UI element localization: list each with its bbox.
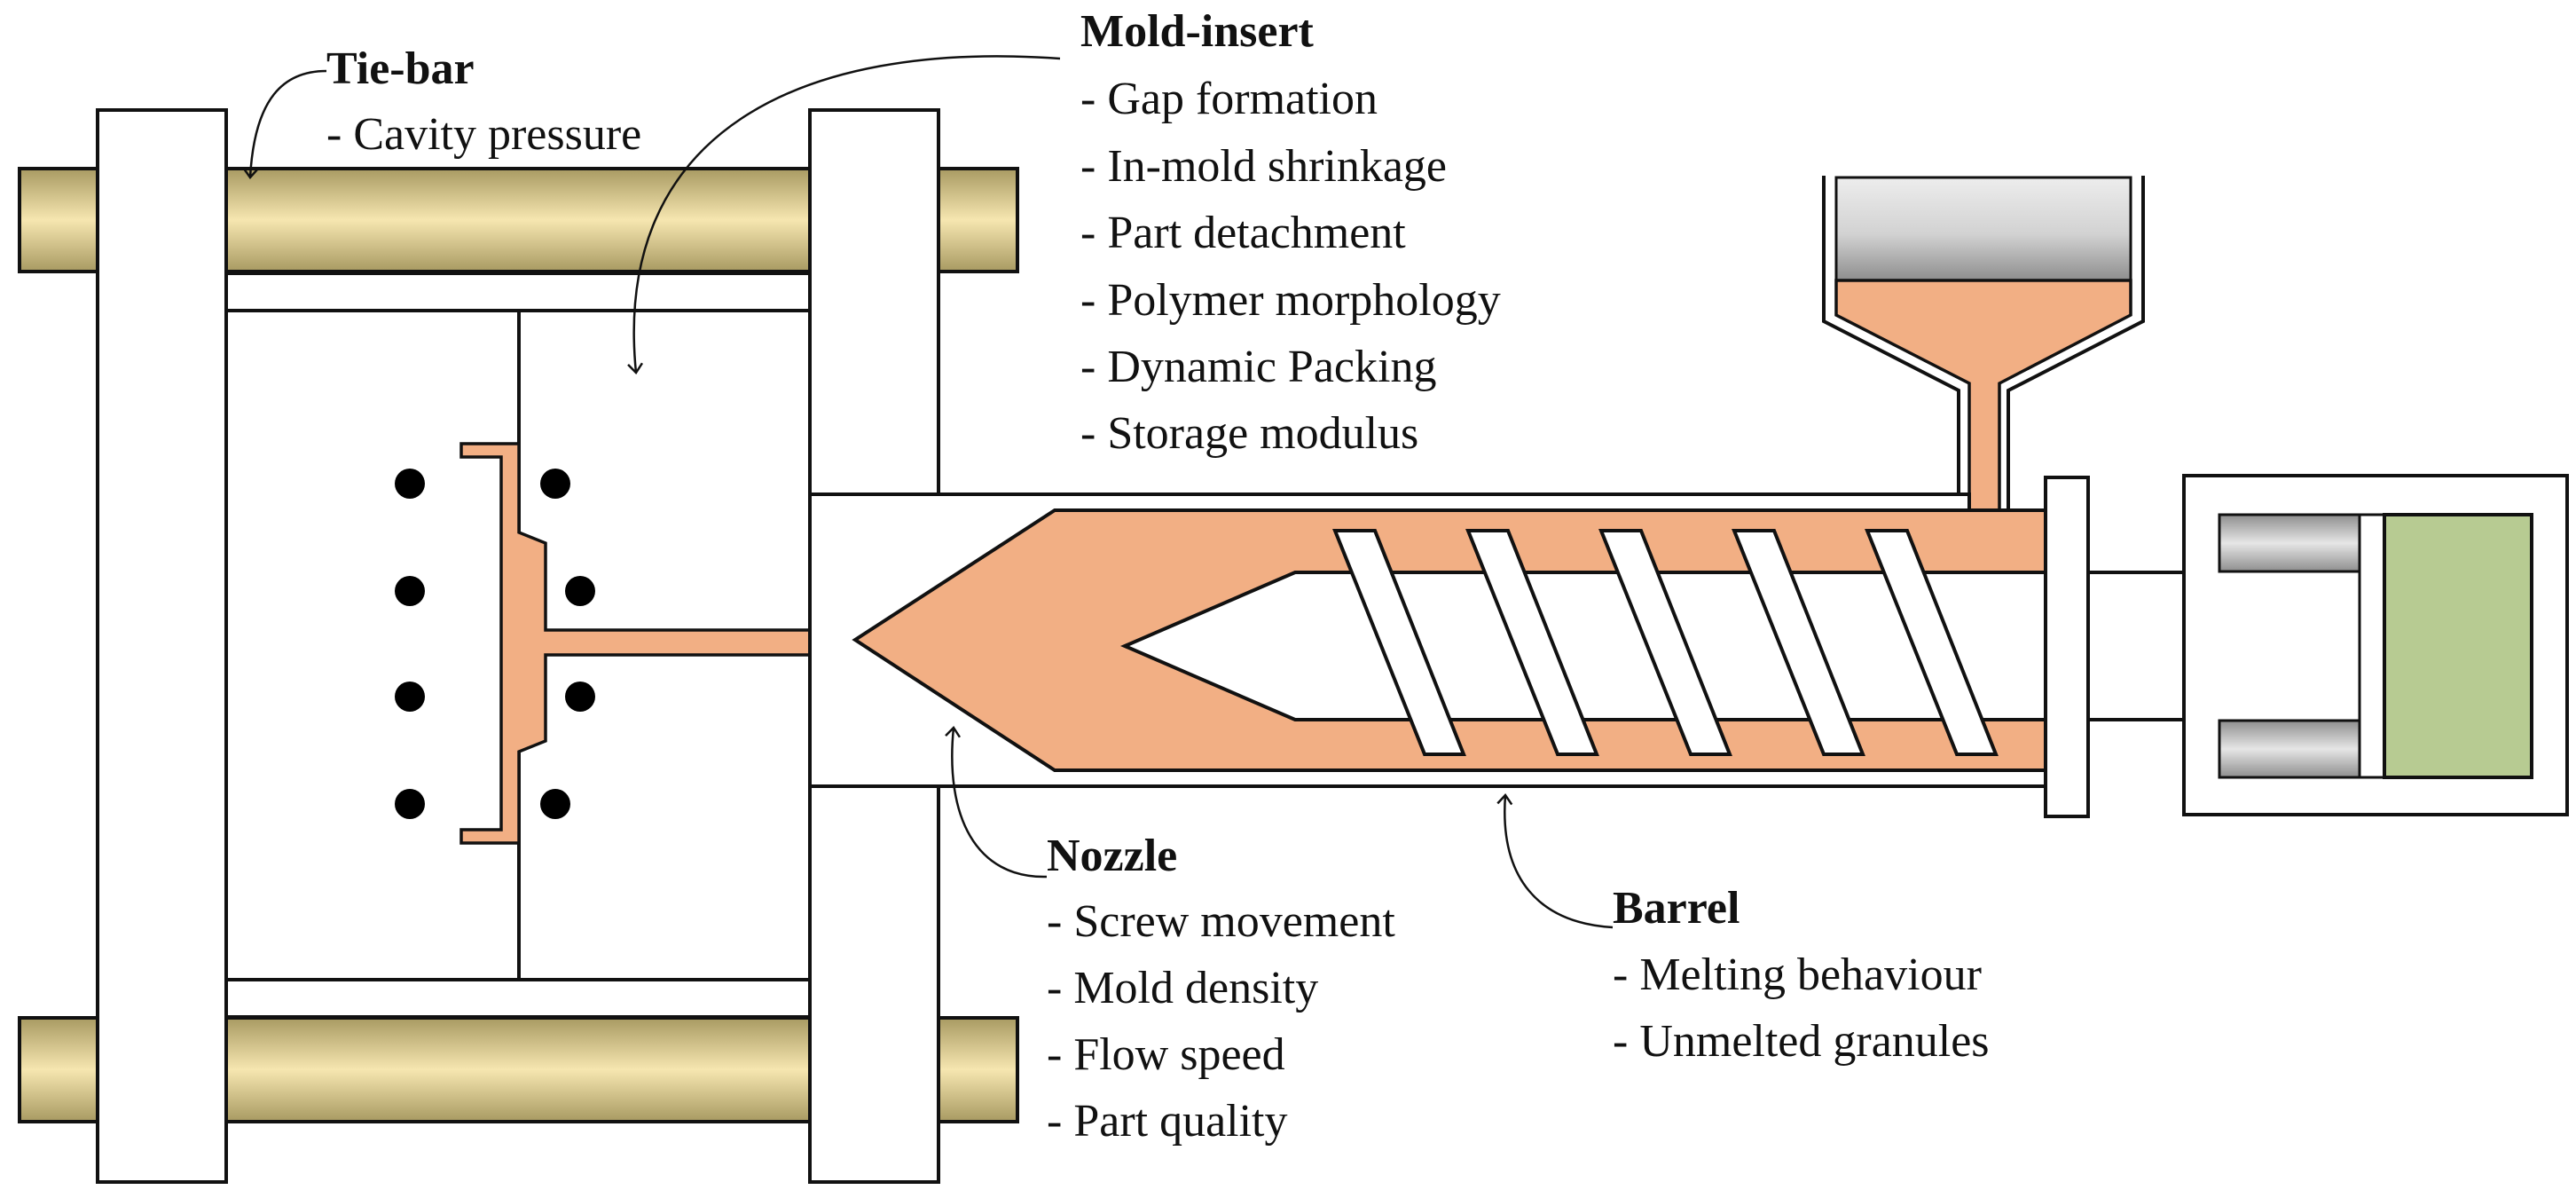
drive-bearing-top	[2218, 513, 2361, 573]
tie-bar-item: - Cavity pressure	[326, 109, 641, 160]
nozzle-title: Nozzle	[1047, 831, 1177, 881]
nozzle-item: - Flow speed	[1047, 1029, 1285, 1080]
barrel-item: - Unmelted granules	[1613, 1016, 1990, 1067]
frame-rail-bottom	[223, 978, 812, 1019]
cooling-channels	[395, 469, 595, 819]
nozzle-item: - Mold density	[1047, 963, 1318, 1013]
barrel-item: - Melting behaviour	[1613, 950, 1982, 1000]
mold-insert-item: - Gap formation	[1080, 74, 1378, 124]
screw-shaft	[1119, 571, 2352, 721]
platen-left	[96, 108, 228, 1184]
mold-insert-item: - Dynamic Packing	[1080, 342, 1436, 392]
mold-insert-title: Mold-insert	[1080, 6, 1315, 57]
mold-cavity	[459, 442, 858, 845]
drive-spacer	[2358, 513, 2386, 779]
barrel-title: Barrel	[1613, 883, 1740, 934]
tie-bar-label: Tie-bar - Cavity pressure	[326, 43, 641, 160]
nozzle-item: - Part quality	[1047, 1096, 1288, 1147]
mold-half-left	[223, 309, 521, 981]
mold-insert-leader	[627, 55, 1061, 374]
nozzle-item: - Screw movement	[1047, 896, 1395, 947]
screw-flights	[1332, 529, 1999, 756]
hopper-plug	[1834, 176, 2132, 282]
mold-insert-label: Mold-insert - Gap formation - In-mold sh…	[1080, 6, 1501, 459]
tie-bar-leader	[242, 69, 327, 179]
barrel-leader	[1496, 793, 1614, 929]
frame-rail-top	[223, 272, 812, 312]
barrel-flange	[2044, 476, 2090, 818]
mold-insert-item: - In-mold shrinkage	[1080, 141, 1447, 192]
nozzle-label: Nozzle - Screw movement - Mold density -…	[1047, 831, 1395, 1147]
mold-insert-item: - Polymer morphology	[1080, 275, 1501, 326]
nozzle-leader	[945, 726, 1048, 879]
mold-insert-item: - Part detachment	[1080, 208, 1406, 258]
drive-motor	[2383, 513, 2533, 779]
mold-insert-item: - Storage modulus	[1080, 408, 1418, 459]
barrel-label: Barrel - Melting behaviour - Unmelted gr…	[1613, 883, 1990, 1067]
tie-bar-title: Tie-bar	[326, 43, 475, 94]
drive-bearing-bottom	[2218, 719, 2361, 779]
